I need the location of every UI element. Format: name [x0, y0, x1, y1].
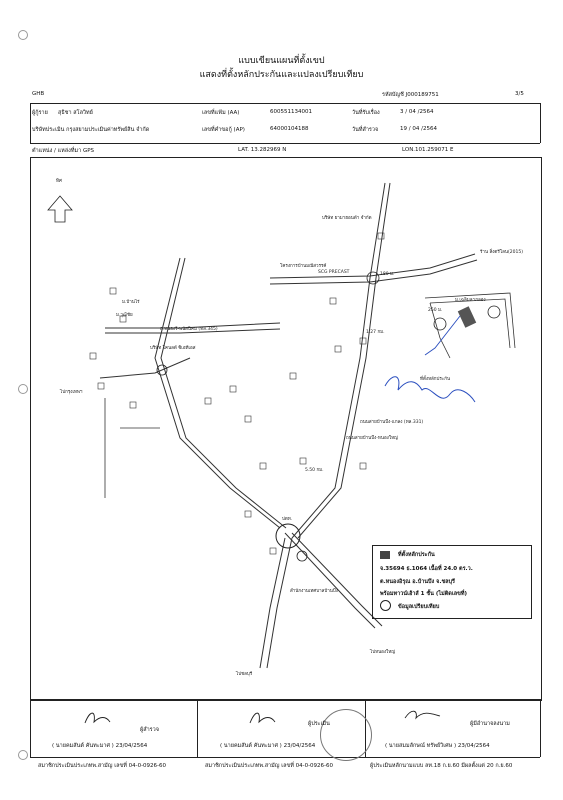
binder-hole	[18, 30, 28, 40]
map-label: ถ.หนองรี-พนัสนิคม (ทล.345)	[160, 327, 218, 332]
asset-code: รหัสบัญชี J000189751	[382, 92, 439, 98]
north-label: ทิศ	[56, 179, 62, 184]
map-label: โครงการบ้านมณีสวรรค์	[280, 264, 327, 269]
name-appraiser: ( นายคมสันต์ คันทะมาศ ) 23/04/2564	[220, 743, 316, 749]
aa-label: เลขที่แฟ้ม (AA)	[202, 110, 240, 116]
member-number-2: สมาชิกประเมินประเภทพ.สามัญ เลขที่ 04-0-0…	[205, 763, 334, 769]
member-number-1: สมาชิกประเมินประเภทพ.สามัญ เลขที่ 04-0-0…	[38, 763, 167, 769]
ap-value: 64000104188	[270, 126, 309, 132]
map-label: SCG PRECAST	[318, 270, 350, 275]
aa-value: 600551134001	[270, 109, 312, 115]
legend-collateral-line3: พร้อมทาวน์เฮ้าส์ 1 ชั้น (ไม่ติดเลขที่)	[380, 591, 468, 597]
survey-value: 19 / 04 /2564	[400, 126, 437, 132]
page-subtitle: แสดงที่ตั้งหลักประกันและแปลงเปรียบเทียบ	[199, 70, 364, 80]
signature-1-icon	[84, 712, 111, 724]
signature-3-icon	[404, 710, 441, 720]
bank-label: GHB	[32, 91, 45, 97]
company-seal	[320, 709, 372, 761]
role-authorized: ผู้มีอำนาจลงนาม	[470, 721, 510, 727]
map-label: 1.27 กม.	[366, 330, 385, 335]
binder-hole	[18, 384, 28, 394]
map-label: 5.50 กม.	[305, 468, 324, 473]
map-label: 180 ม.	[380, 272, 395, 277]
map-label: ปตท.	[282, 517, 293, 522]
location-map	[47, 182, 516, 669]
map-label: ไปหนองใหญ่	[370, 650, 396, 655]
map-label: ที่ตั้งหลักประกัน	[420, 377, 451, 382]
binder-hole	[18, 750, 28, 760]
legend-box	[372, 545, 532, 619]
map-label: ไปกรุงเทพฯ	[60, 390, 83, 395]
survey-label: วันที่สำรวจ	[352, 127, 379, 133]
map-label: ม.วุฒิชัย	[116, 313, 133, 318]
name-authorized: ( นายสมมลักษณ์ ทรัพย์วิเศษ ) 23/04/2564	[385, 743, 490, 749]
map-label: ม.บ้านไร่	[122, 300, 140, 305]
map-label: ร้าน สิ่งตรีโลน(2015)	[480, 250, 523, 255]
legend-collateral-title: ที่ตั้งหลักประกัน	[398, 552, 435, 558]
gps-lat: LAT. 13.282969 N	[238, 147, 287, 153]
page-number: 3/5	[515, 91, 524, 97]
map-frame	[30, 157, 542, 701]
map-label: บริษัท โคนลด์ ซิเอทีเอส	[150, 346, 196, 351]
map-label: ถนนสายบ้านบึง-หนองใหญ่	[346, 436, 398, 441]
name-surveyor: ( นายคมสันต์ คันทะมาศ ) 23/04/2564	[52, 743, 148, 749]
company-name: บริษัทประเมิน กรุงสยามประเมินค่าทรัพย์สิ…	[32, 127, 150, 133]
collateral-legend-icon	[380, 551, 390, 559]
ap-label: เลขที่คำขอกู้ (AP)	[202, 127, 245, 133]
map-label: 250 ม.	[428, 308, 443, 313]
owner-label: ผู้กู้ราย	[32, 110, 48, 116]
legend-comparison: ข้อมูลเปรียบเทียบ	[398, 604, 440, 610]
role-surveyor: ผู้สำรวจ	[140, 727, 159, 733]
map-label: ถนนสายบ้านบึง-แกลง (ทล.331)	[360, 420, 424, 425]
map-label: ไปชลบุรี	[236, 672, 253, 677]
received-value: 3 / 04 /2564	[400, 109, 434, 115]
legend-collateral-line1: จ.35694 ธ.1064 เนื้อที่ 24.0 ตร.ว.	[380, 566, 473, 572]
gps-label: ตำแหน่ง / แหล่งที่มา GPS	[32, 148, 95, 154]
signature-2-icon	[249, 712, 276, 724]
map-label: สำนักงานเทศบาลบ้านบึง	[290, 589, 338, 594]
legend-collateral-line2: ต.หนองอิรุณ อ.บ้านบึง จ.ชลบุรี	[380, 579, 455, 585]
member-number-3: ผู้ประเมินหลักนามแบบ ลท.18 ก.ย.60 มีผลตั…	[370, 763, 513, 769]
received-label: วันที่รับเรื่อง	[352, 110, 380, 116]
role-appraiser: ผู้ประเมิน	[308, 721, 330, 727]
gps-lon: LON.101.259071 E	[402, 147, 454, 153]
map-label: บริษัท ยามาฮอนด้า จำกัด	[322, 216, 372, 221]
map-label: ม.เฉลิมลาภลอง	[455, 298, 486, 303]
page-title: แบบเขียนแผนที่ตั้งเขป	[238, 56, 325, 66]
comparison-legend-icon	[380, 600, 391, 611]
owner-value: สุธิชา สโลวิทย์	[58, 110, 93, 116]
north-arrow-icon	[47, 195, 73, 223]
